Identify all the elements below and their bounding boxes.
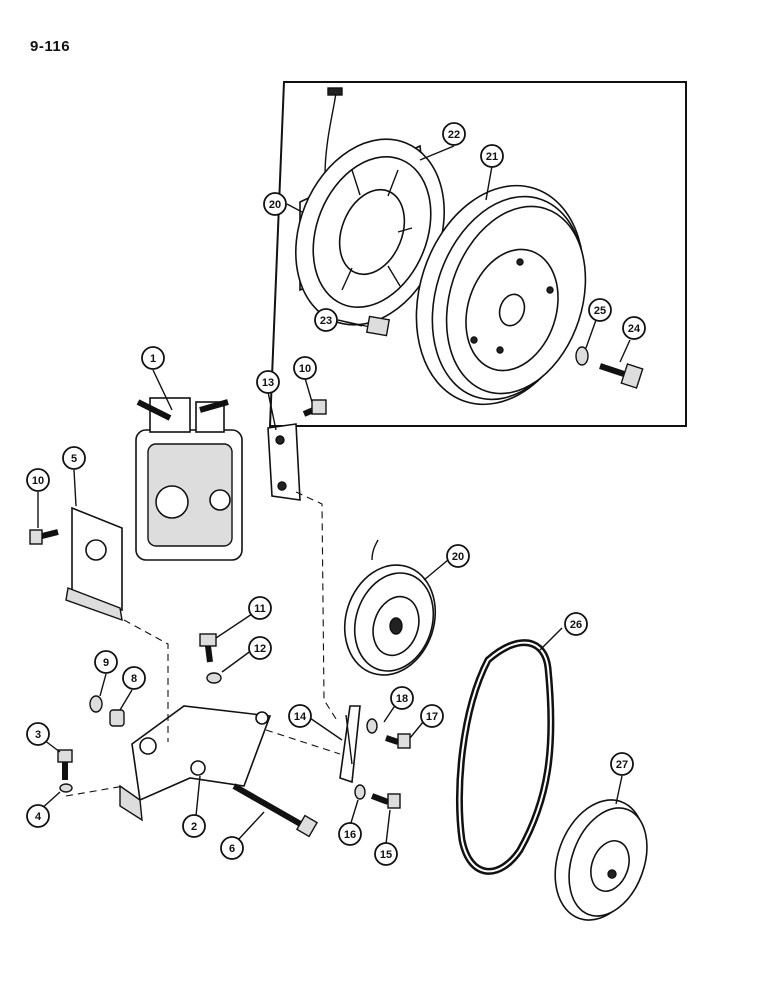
- callout-24: 24: [622, 316, 646, 340]
- callout-20-lower: 20: [446, 544, 470, 568]
- pulley-part-27: [554, 799, 648, 921]
- bolt-part-10-left: [29, 529, 59, 545]
- callout-4: 4: [26, 804, 50, 828]
- nut-part-9: [89, 695, 103, 713]
- svg-text:20: 20: [269, 199, 281, 211]
- svg-text:10: 10: [32, 475, 44, 487]
- callout-1: 1: [141, 346, 165, 370]
- bolt-part-17: [385, 733, 411, 749]
- callout-17: 17: [420, 704, 444, 728]
- svg-text:14: 14: [294, 711, 307, 723]
- svg-text:1: 1: [150, 353, 156, 365]
- callout-16: 16: [338, 822, 362, 846]
- callout-21: 21: [480, 144, 504, 168]
- washer-part-25: [575, 346, 589, 366]
- callout-20-inset: 20: [263, 192, 287, 216]
- callout-13: 13: [256, 370, 280, 394]
- bracket-part-5: [65, 506, 123, 622]
- washer-part-4: [59, 783, 73, 793]
- svg-text:17: 17: [426, 711, 438, 723]
- svg-text:23: 23: [320, 315, 332, 327]
- svg-text:5: 5: [71, 453, 77, 465]
- callout-3: 3: [26, 722, 50, 746]
- callout-25: 25: [588, 298, 612, 322]
- svg-text:8: 8: [131, 673, 137, 685]
- spacer-part-8: [109, 709, 125, 727]
- nut-part-12: [206, 672, 222, 684]
- pulley-part-21: [415, 184, 587, 406]
- callout-10-left: 10: [26, 468, 50, 492]
- callout-27: 27: [610, 752, 634, 776]
- callout-6: 6: [220, 836, 244, 860]
- compressor-part-1: [135, 397, 243, 561]
- svg-text:27: 27: [616, 759, 628, 771]
- adjusting-strap-part-14: [339, 705, 361, 784]
- washer-part-16: [354, 784, 366, 800]
- callout-18: 18: [390, 686, 414, 710]
- svg-text:3: 3: [35, 729, 41, 741]
- svg-text:18: 18: [396, 693, 408, 705]
- bolt-part-23: [337, 315, 391, 337]
- svg-text:4: 4: [35, 811, 42, 823]
- svg-text:15: 15: [380, 849, 392, 861]
- svg-text:11: 11: [254, 603, 266, 615]
- bolt-part-10-top: [302, 399, 327, 417]
- callout-9: 9: [94, 650, 118, 674]
- svg-text:20: 20: [452, 551, 464, 563]
- alignment-lines: [65, 491, 341, 797]
- svg-text:13: 13: [262, 377, 274, 389]
- callout-23: 23: [314, 308, 338, 332]
- rotor-part-22: [294, 138, 446, 326]
- svg-text:25: 25: [594, 305, 606, 317]
- bracket-part-13: [267, 423, 301, 501]
- svg-text:10: 10: [299, 363, 311, 375]
- callout-26: 26: [564, 612, 588, 636]
- svg-text:21: 21: [486, 151, 498, 163]
- clutch-detail-inset: [268, 81, 687, 427]
- mount-bracket-part-2: [119, 705, 272, 822]
- svg-text:12: 12: [254, 643, 266, 655]
- callout-8: 8: [122, 666, 146, 690]
- long-bolt-part-6: [232, 783, 319, 838]
- svg-text:26: 26: [570, 619, 582, 631]
- svg-text:2: 2: [191, 821, 197, 833]
- callout-10-top: 10: [293, 356, 317, 380]
- callout-5: 5: [62, 446, 86, 470]
- bolt-part-11: [199, 633, 217, 663]
- callout-12: 12: [248, 636, 272, 660]
- callout-22: 22: [442, 122, 466, 146]
- washer-part-18: [366, 718, 378, 734]
- callout-2: 2: [182, 814, 206, 838]
- page-number: 9-116: [30, 38, 71, 55]
- svg-text:6: 6: [229, 843, 235, 855]
- callout-11: 11: [248, 596, 272, 620]
- bolt-part-15: [370, 793, 401, 809]
- svg-text:9: 9: [103, 657, 109, 669]
- bolt-part-3: [57, 749, 73, 780]
- svg-text:16: 16: [344, 829, 356, 841]
- clutch-assembly-part-20: [343, 539, 437, 676]
- bolt-part-24: [599, 363, 644, 389]
- svg-text:24: 24: [628, 323, 641, 335]
- callout-14: 14: [288, 704, 312, 728]
- belt-part-26: [455, 639, 555, 875]
- callout-leaders: [37, 145, 631, 845]
- callout-15: 15: [374, 842, 398, 866]
- svg-text:22: 22: [448, 129, 460, 141]
